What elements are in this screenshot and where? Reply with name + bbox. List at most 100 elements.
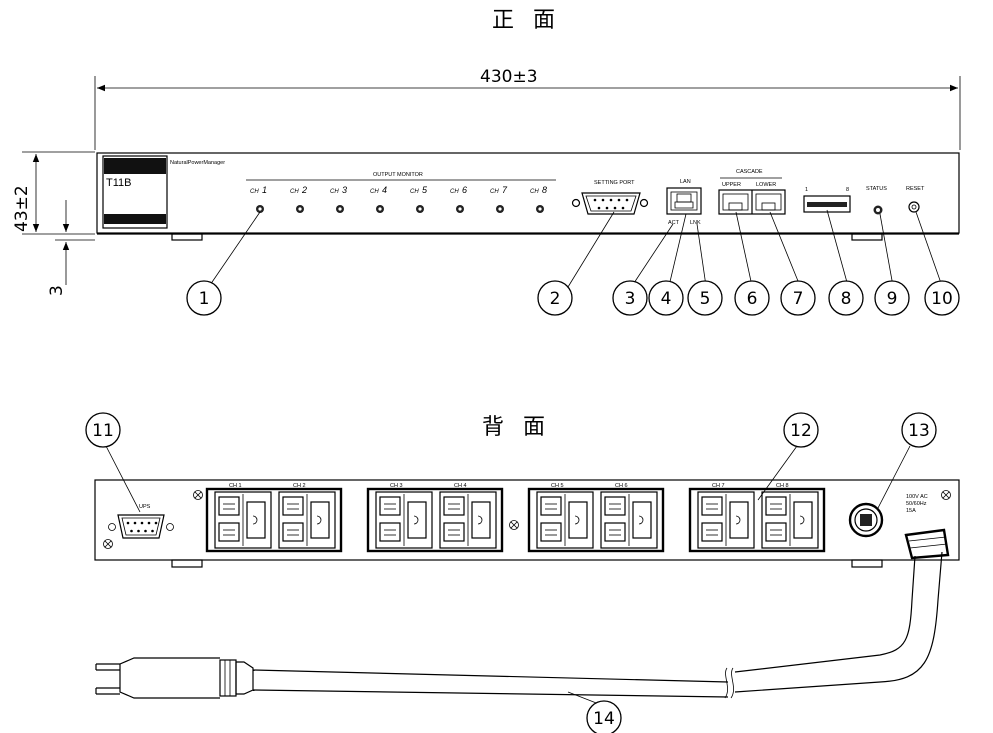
cascade-label: CASCADE: [736, 169, 763, 175]
height-dimension: 43±2: [12, 151, 95, 235]
screw-icon: [103, 539, 113, 549]
port-pin: [593, 198, 597, 202]
outlet-ground-block: [246, 501, 266, 539]
ups-port: [108, 514, 174, 539]
callout-circle: [586, 700, 622, 733]
power-rating-line-2: 50/60Hz: [906, 501, 927, 507]
logo-strip: [104, 214, 166, 224]
socket-icon: [540, 496, 562, 516]
callout-circle: [186, 280, 222, 316]
port-pin: [605, 206, 609, 210]
foot-dimension: 3: [47, 200, 95, 296]
callout-number: 1: [199, 289, 210, 309]
callout-number: 6: [747, 289, 758, 309]
channel-led-center: [338, 207, 342, 211]
outlet-left-label: CH 7: [712, 483, 725, 489]
status-led: [873, 205, 883, 215]
lnk-label: LNK: [690, 220, 701, 226]
socket-icon: [282, 496, 304, 516]
dip-right-label: 8: [846, 187, 849, 193]
callout-number: 4: [661, 289, 672, 309]
screw-slash: [104, 540, 112, 548]
callout-number: 10: [931, 289, 953, 309]
width-dimension: 430±3: [94, 67, 961, 150]
outlet-face: [214, 491, 272, 549]
ups-label: UPS: [139, 504, 151, 510]
outlet-right-label: CH 2: [293, 483, 306, 489]
port-pin: [609, 198, 613, 202]
outlet-ground-block: [407, 501, 427, 539]
outlet-group-frame: [366, 487, 504, 553]
lan-port: [666, 187, 702, 215]
outlet-right-label: CH 4: [454, 483, 467, 489]
callout-circle: [85, 412, 121, 448]
socket-icon: [540, 522, 562, 542]
front-chassis: [96, 152, 960, 241]
ground-hole-icon: [252, 515, 258, 525]
port-pin: [625, 198, 629, 202]
outlet-left-label: CH 1: [229, 483, 242, 489]
channel-led-center: [458, 207, 462, 211]
callout-number: 12: [790, 421, 812, 441]
outlet-ground-block: [471, 501, 491, 539]
callout-circle: [648, 280, 684, 316]
channel-prefix-label: CH: [450, 189, 459, 195]
port-pin: [613, 206, 617, 210]
channel-number-label: 6: [462, 185, 467, 195]
ground-hole-icon: [574, 515, 580, 525]
screw-slash: [194, 491, 202, 499]
outlet-group-frame: [205, 487, 343, 553]
foot-dimension-label: 3: [47, 285, 67, 296]
reset-button: [908, 201, 920, 213]
outlet-face: [761, 491, 819, 549]
outlet-ground-block: [568, 501, 588, 539]
ground-hole-icon: [413, 515, 419, 525]
port-pin: [140, 521, 144, 525]
callout-number: 8: [841, 289, 852, 309]
outlet-ground-block: [793, 501, 813, 539]
callout-number: 13: [908, 421, 930, 441]
front-view-title: 正 面: [492, 8, 561, 33]
outlet-left-label: CH 3: [390, 483, 403, 489]
outlet-right-label: CH 8: [776, 483, 789, 489]
callout-circle: [828, 280, 864, 316]
outlet-face: [536, 491, 594, 549]
channel-prefix-label: CH: [490, 189, 499, 195]
socket-icon: [701, 496, 723, 516]
socket-icon: [765, 522, 787, 542]
power-switch: [848, 502, 884, 538]
rear-view-title: 背 面: [482, 415, 551, 440]
socket-icon: [379, 522, 401, 542]
socket-icon: [604, 496, 626, 516]
callout-number: 3: [625, 289, 636, 309]
brand-label: NaturalPowerManager: [170, 160, 225, 166]
socket-icon: [765, 496, 787, 516]
ground-hole-icon: [638, 515, 644, 525]
port-pin: [597, 206, 601, 210]
channel-number-label: 2: [301, 185, 307, 195]
channel-prefix-label: CH: [530, 189, 539, 195]
ground-hole-icon: [316, 515, 322, 525]
channel-led-center: [538, 207, 542, 211]
callout-circle: [874, 280, 910, 316]
channel-prefix-label: CH: [410, 189, 419, 195]
callout-number: 14: [593, 709, 615, 729]
channel-prefix-label: CH: [330, 189, 339, 195]
port-pin: [151, 529, 154, 533]
screw-icon: [509, 520, 519, 530]
callout-number: 7: [793, 289, 804, 309]
outlet-group: CH 3 CH 4: [366, 483, 504, 553]
rear-leader-lines: [105, 445, 911, 707]
ups-port-pins: [126, 521, 158, 533]
channel-led-center: [498, 207, 502, 211]
brand-logo-bar: [104, 158, 166, 174]
width-dimension-label: 430±3: [480, 67, 538, 87]
callout-circle: [687, 280, 723, 316]
port-pin: [133, 521, 137, 525]
power-cord: [252, 528, 950, 699]
act-label: ACT: [668, 220, 680, 226]
socket-icon: [218, 522, 240, 542]
setting-port-label: SETTING PORT: [594, 180, 635, 186]
